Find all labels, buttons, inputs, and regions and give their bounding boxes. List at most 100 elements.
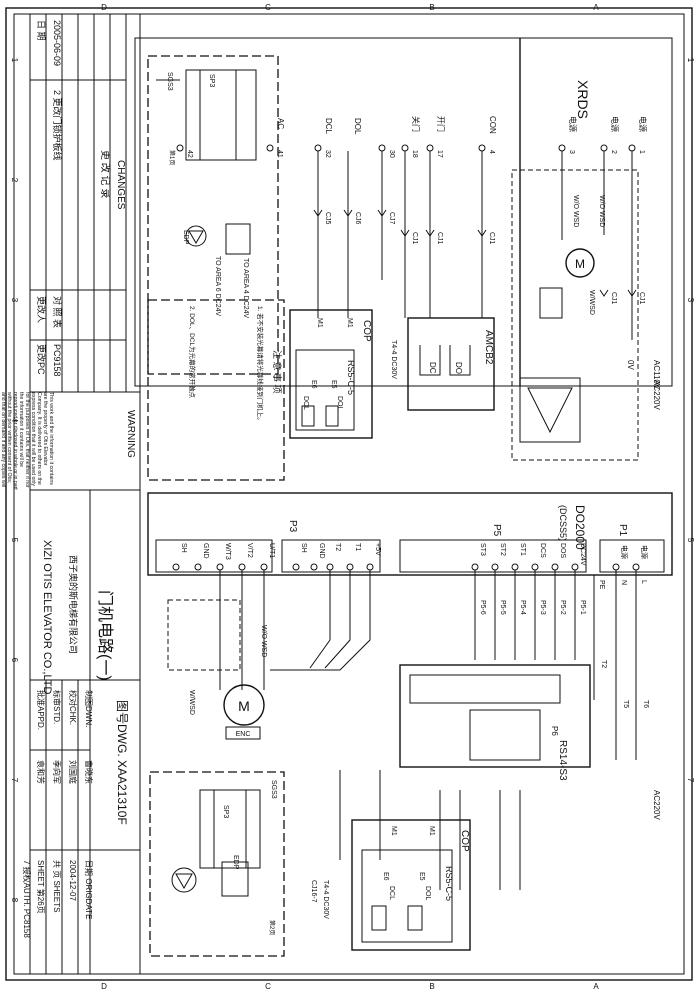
sheet-label: SHEET 第26页 <box>36 860 46 914</box>
cop-top-e6: E6 <box>310 380 317 389</box>
cop-bottom-name: COP <box>459 830 470 852</box>
t-label: T6 <box>642 700 649 708</box>
cj16-label: CJ16-7 <box>310 880 317 903</box>
cop-bottom-e5: E5 <box>418 872 425 881</box>
xrds-panel: XRDS 电源 电源 电源 CON 开门 关门 DOL DCL AC 1 2 3… <box>134 37 673 387</box>
orig-date-label: 日期 ORIGDATE <box>84 860 93 919</box>
xrds-num: 18 <box>411 150 418 158</box>
edp-label-top: EDP <box>182 230 189 245</box>
notes-item-2: 2. DOL、DCL为光幕的常开触点 <box>188 306 197 399</box>
approved-name: 袁和芳 <box>36 760 46 784</box>
xrds-num: 17 <box>436 150 443 158</box>
w0wsd-label: W/O WSD <box>572 195 579 227</box>
amcb2-name: AMCB2 <box>483 330 494 365</box>
notes-item-1: 1. 若不安装光幕请将光幕线接到门机上。 <box>256 306 265 424</box>
sgs3-label: SGS3 <box>166 72 173 91</box>
drawing-number: 图号DWG. XAA21310F <box>115 700 129 825</box>
ac110-label: AC110V <box>652 360 661 390</box>
auth-label: 7 授权AUTH. PC8158 <box>22 860 32 938</box>
p1-term: 电源 <box>640 545 649 559</box>
p5-wire: P5-6 <box>479 600 486 615</box>
border-cols: 1 2 3 4 5 6 7 8 1 3 5 7 <box>10 58 695 903</box>
do2000-name: DO2000 <box>573 505 587 550</box>
zero-v-label: 0V <box>626 360 635 370</box>
rs14-name: RS14-S3 <box>557 740 568 781</box>
motor-bottom-wsd: W/WSD <box>188 690 195 715</box>
xrds-num: 3 <box>568 150 575 154</box>
xrds-term: 电源 <box>638 116 648 132</box>
dc30v-bottom-label: T4-4 DC30V <box>322 880 329 919</box>
changes-changer: 更改PC <box>36 344 47 375</box>
cop-bottom-m1: M1 <box>428 826 435 836</box>
p3-term: +5V <box>374 543 381 556</box>
p5-term: ST1 <box>519 543 526 556</box>
do2000-term-labels: 电源 电源 DC24V DOS DCS ST1 ST2 ST3 +5V T1 T… <box>180 543 649 590</box>
cop-bottom-dcl: DCL <box>388 886 395 900</box>
ac220-bottom-label: AC220V <box>652 790 661 820</box>
cop-top-board: RS5-C-5 <box>346 360 356 395</box>
t-label: T5 <box>622 700 629 708</box>
cj-label: CJ6 <box>354 212 361 225</box>
p5-wire: P5-1 <box>579 600 586 615</box>
sp3-bottom-label: SP3 <box>222 805 229 818</box>
xrds-term: 电源 <box>610 116 620 132</box>
cop-bottom-e6: E6 <box>382 872 389 881</box>
xrds-term: DOL <box>353 118 362 135</box>
motor-bottom: M ENC W/WSD W/O WSD <box>167 599 267 740</box>
xrds-term: CON <box>488 116 497 134</box>
rs14-p6: P6 <box>550 726 559 736</box>
cop-top-dcl: DCL <box>302 396 309 410</box>
area4-label: TO AREA 4 DC24V <box>242 258 249 319</box>
p1-term: L <box>640 580 647 584</box>
cj-label: CJ1 <box>610 292 617 305</box>
changes-heading-cn: 更 改 记 录 <box>99 150 112 198</box>
do2000-p1: P1 <box>617 524 628 537</box>
p5-term: ST2 <box>499 543 506 556</box>
changes-checker-label: 对 照 表 <box>52 296 63 328</box>
cj-label: CJ1 <box>638 292 645 305</box>
area6-label: TO AREA 6 DC24V <box>214 256 221 317</box>
row-mark: B <box>429 3 434 12</box>
do2000-p3: P3 <box>287 520 298 533</box>
motor-top-label: M <box>575 257 585 271</box>
p5-term: DOS <box>559 543 566 559</box>
p3-term: T1 <box>354 543 361 551</box>
xrds-num: 42 <box>186 150 193 158</box>
notes-box: 注 意 事 项 1. 若不安装光幕请将光幕线接到门机上。 2. DOL、DCL为… <box>147 299 285 481</box>
changes-date-header: 日 期 <box>36 20 46 41</box>
col-mark: 3 <box>686 298 695 303</box>
outer-frame <box>5 7 693 981</box>
xrds-num: 4 <box>488 150 495 154</box>
motor-term: W/T3 <box>224 543 231 560</box>
xrds-term: 开门 <box>436 116 446 132</box>
changes-block: 日 期 2005-06-09 2 更改门锁护板线 更 改 记 录 CHANGES… <box>29 13 141 393</box>
p5-term: DC24V <box>579 543 586 566</box>
row-mark: C <box>265 3 271 12</box>
edp-label-bottom: EDP <box>232 855 239 870</box>
cj-label: CJ1 <box>488 232 495 245</box>
row-mark: A <box>593 982 599 991</box>
xrds-term: AC <box>276 118 285 129</box>
p1-term: PE <box>598 580 605 590</box>
first-page-label: 第1页 <box>168 150 176 165</box>
col-mark: 1 <box>10 58 19 63</box>
w0wsd-label: W/O WSD <box>598 195 605 227</box>
cop-top-m1b: M1 <box>316 318 323 328</box>
border-rows: A B C D A B C D <box>101 3 599 991</box>
drawn-name: 曹晓东 <box>84 760 94 784</box>
col-mark: 3 <box>10 298 19 303</box>
sp3-label: SP3 <box>208 74 215 87</box>
approved-label: 批准APPD. <box>36 690 46 730</box>
inner-frame <box>13 13 685 975</box>
warning-text: This work and the information it contain… <box>0 392 54 490</box>
p1-term: 电源 <box>620 545 629 559</box>
motor-term: U/T1 <box>268 543 275 558</box>
ac220-top-label: AC220V <box>652 380 661 410</box>
row-mark: B <box>429 982 434 991</box>
row-mark: D <box>101 3 107 12</box>
col-mark: 5 <box>686 538 695 543</box>
motor-term: SH <box>180 543 187 553</box>
motor-bottom-w0wsd: W/O WSD <box>260 625 267 657</box>
amcb2-do: DO <box>454 362 463 374</box>
door-lock-bottom: EDP SP3 SGS3 第2页 <box>149 771 285 957</box>
